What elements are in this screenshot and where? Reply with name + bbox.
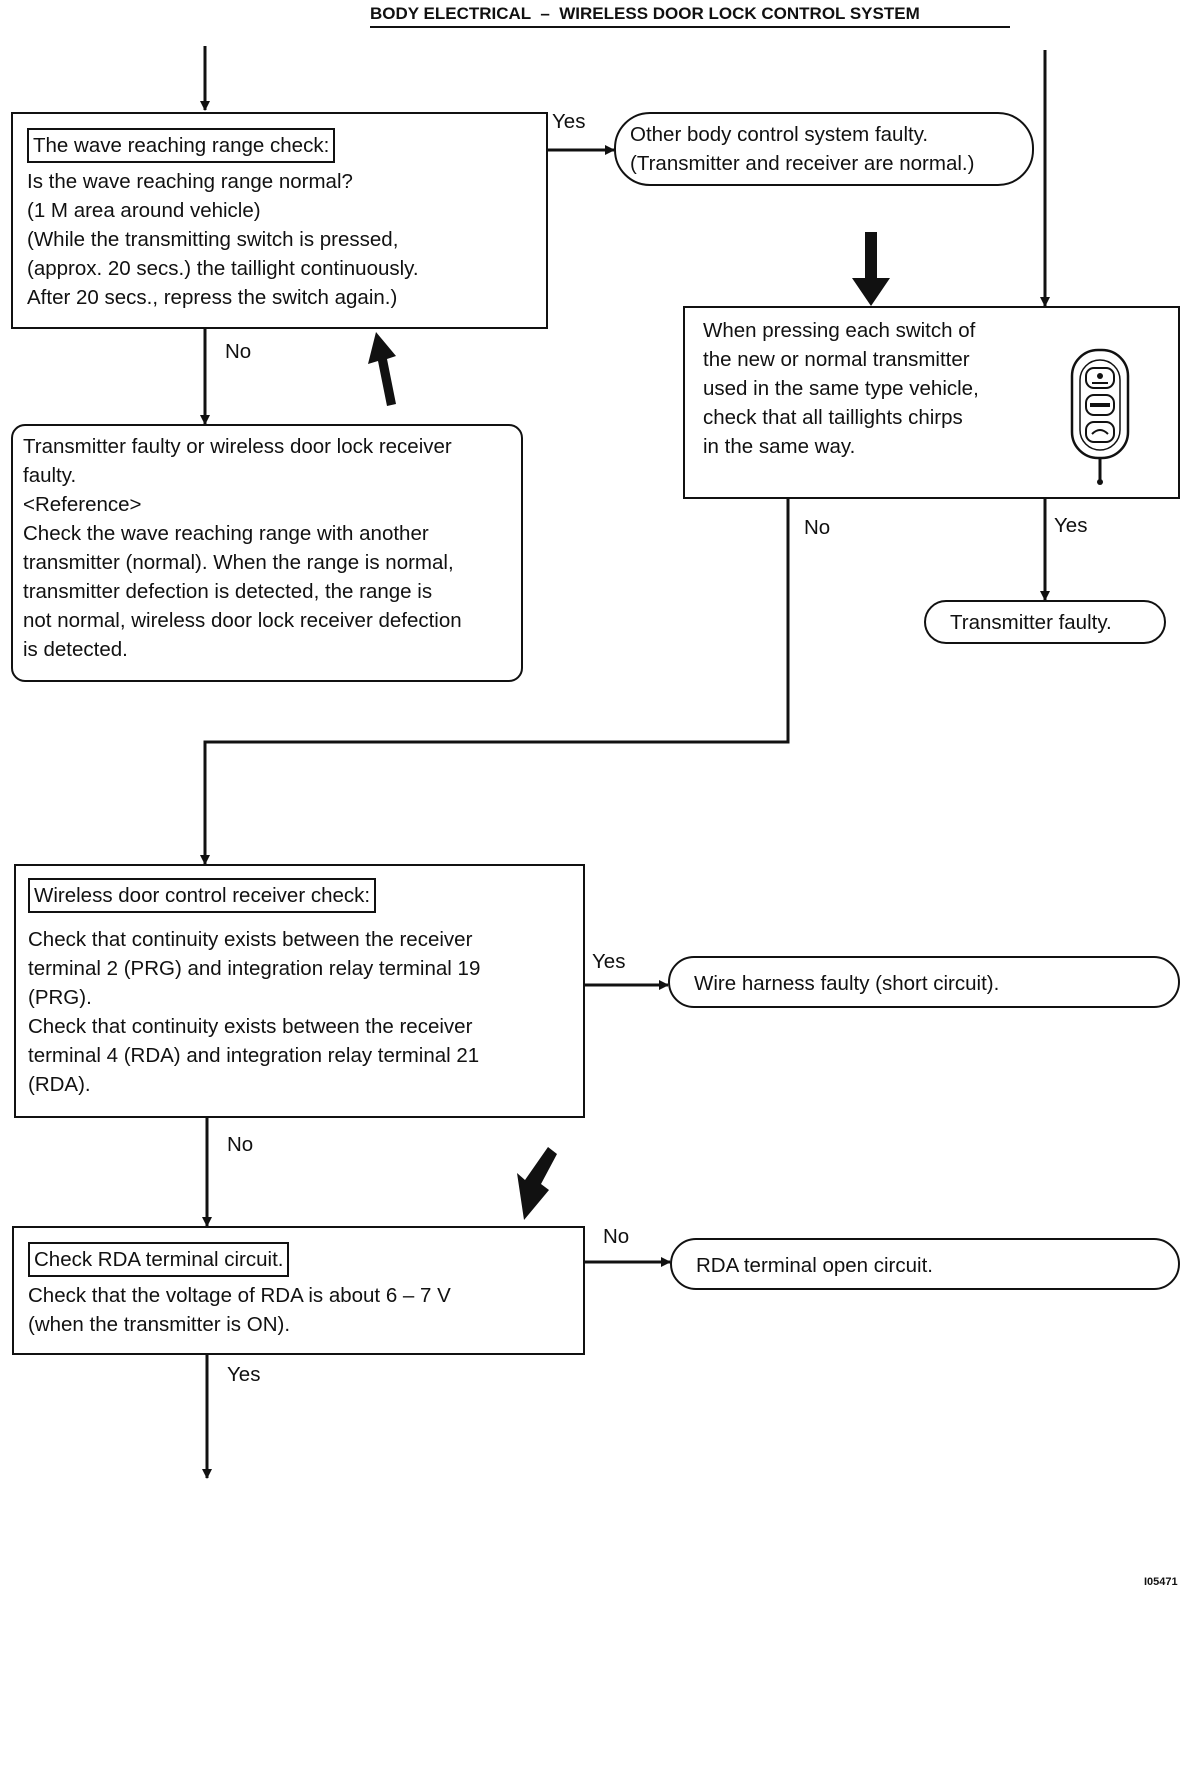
wire-harness-faulty-text: Wire harness faulty (short circuit). xyxy=(694,972,1000,995)
other-faulty-line: (Transmitter and receiver are normal.) xyxy=(630,152,975,175)
wave-range-line: (1 M area around vehicle) xyxy=(27,199,261,222)
pressing-switch-line: check that all taillights chirps xyxy=(703,406,963,429)
transmitter-faulty-line: faulty. xyxy=(23,464,77,487)
receiver-check-box: Wireless door control receiver check: Ch… xyxy=(14,864,585,1118)
receiver-check-line: Check that continuity exists between the… xyxy=(28,928,473,951)
pressing-switch-line: the new or normal transmitter xyxy=(703,348,970,371)
transmitter-faulty-line: transmitter defection is detected, the r… xyxy=(23,580,433,603)
figure-code: I05471 xyxy=(1144,1576,1178,1588)
wire-harness-faulty-terminal: Wire harness faulty (short circuit). xyxy=(668,956,1180,1008)
bold-arrow-diagonal xyxy=(517,1147,557,1220)
transmitter-faulty-line: not normal, wireless door lock receiver … xyxy=(23,609,462,632)
rda-terminal-check-box: Check RDA terminal circuit. Check that t… xyxy=(12,1226,585,1355)
header-separator: – xyxy=(540,4,550,23)
pressing-switch-line: When pressing each switch of xyxy=(703,319,976,342)
wave-range-check-box: The wave reaching range check: Is the wa… xyxy=(11,112,548,329)
wave-range-line: (While the transmitting switch is presse… xyxy=(27,228,399,251)
rda-check-line: (when the transmitter is ON). xyxy=(28,1313,291,1336)
transmitter-faulty-line: Transmitter faulty or wireless door lock… xyxy=(23,435,452,458)
receiver-check-line: (RDA). xyxy=(28,1073,91,1096)
rda-open-circuit-terminal: RDA terminal open circuit. xyxy=(670,1238,1180,1290)
transmitter-faulty-terminal: Transmitter faulty. xyxy=(924,600,1166,644)
rda-open-circuit-text: RDA terminal open circuit. xyxy=(696,1254,933,1277)
connector-pressing-no xyxy=(200,498,790,865)
wave-range-line: (approx. 20 secs.) the taillight continu… xyxy=(27,257,419,280)
label-no-receiver: No xyxy=(227,1133,254,1156)
receiver-check-line: terminal 4 (RDA) and integration relay t… xyxy=(28,1044,480,1067)
page-header: BODY ELECTRICAL – WIRELESS DOOR LOCK CON… xyxy=(370,4,1010,24)
transmitter-faulty-line: is detected. xyxy=(23,638,128,661)
label-yes-box1: Yes xyxy=(552,110,586,133)
wave-range-line: Is the wave reaching range normal? xyxy=(27,170,353,193)
transmitter-fob-illustration xyxy=(1070,348,1130,485)
bold-arrow-down xyxy=(852,232,890,306)
receiver-check-title: Wireless door control receiver check: xyxy=(28,878,377,913)
receiver-check-line: Check that continuity exists between the… xyxy=(28,1015,473,1038)
other-system-faulty-terminal: Other body control system faulty. (Trans… xyxy=(614,112,1034,186)
transmitter-faulty-line: transmitter (normal). When the range is … xyxy=(23,551,454,574)
label-no-box1: No xyxy=(225,340,252,363)
other-faulty-line: Other body control system faulty. xyxy=(630,123,929,146)
rda-check-title: Check RDA terminal circuit. xyxy=(28,1242,290,1277)
receiver-check-line: (PRG). xyxy=(28,986,92,1009)
transmitter-faulty-line: Check the wave reaching range with anoth… xyxy=(23,522,429,545)
transmitter-or-receiver-faulty-box: Transmitter faulty or wireless door lock… xyxy=(11,424,523,682)
label-no-rda: No xyxy=(603,1225,630,1248)
header-section: BODY ELECTRICAL xyxy=(370,4,531,23)
label-yes-receiver: Yes xyxy=(592,950,626,973)
rda-check-line: Check that the voltage of RDA is about 6… xyxy=(28,1284,451,1307)
transmitter-faulty-text: Transmitter faulty. xyxy=(950,611,1112,634)
transmitter-faulty-line: <Reference> xyxy=(23,493,142,516)
bold-arrow-up xyxy=(368,332,396,406)
receiver-check-line: terminal 2 (PRG) and integration relay t… xyxy=(28,957,481,980)
label-yes-pressing: Yes xyxy=(1054,514,1088,537)
wave-range-line: After 20 secs., repress the switch again… xyxy=(27,286,398,309)
wave-range-check-title: The wave reaching range check: xyxy=(27,128,336,163)
pressing-switch-line: in the same way. xyxy=(703,435,856,458)
pressing-switch-line: used in the same type vehicle, xyxy=(703,377,979,400)
label-yes-rda: Yes xyxy=(227,1363,261,1386)
label-no-pressing: No xyxy=(804,516,831,539)
header-system: WIRELESS DOOR LOCK CONTROL SYSTEM xyxy=(559,4,920,23)
header-rule xyxy=(370,26,1010,28)
pressing-switch-check-box: When pressing each switch of the new or … xyxy=(683,306,1180,499)
